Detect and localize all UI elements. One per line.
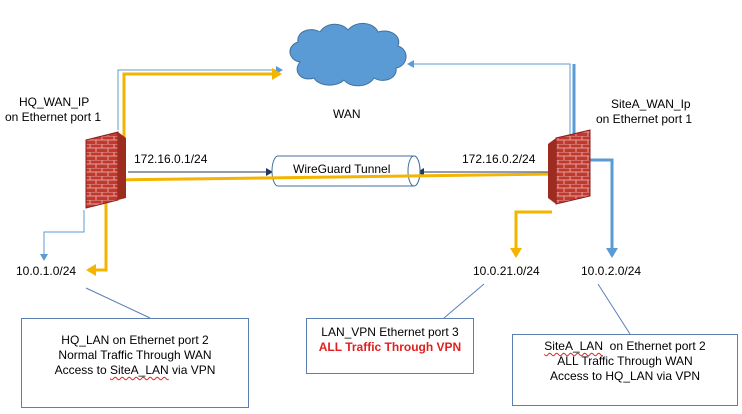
hq-wan-thin-link [117,66,283,130]
lan-vpn-note-line1: LAN_VPN Ethernet port 3 [321,325,459,339]
hq-lan-subnet: 10.0.1.0/24 [16,264,77,278]
site-a-lan-note-line1-rest: on Ethernet port 2 [602,339,706,353]
callout-site-a-lan [597,283,631,335]
hq-firewall-icon [85,131,126,209]
hq-wan-label-line2: on Ethernet port 1 [5,110,102,124]
hq-lan-note-box: HQ_LAN on Ethernet port 2 Normal Traffic… [21,318,249,408]
site-a-wan-traffic-path [572,64,618,258]
hq-vpn-path-to-lan [86,186,108,276]
hq-lan-note-line3-suffix: via VPN [168,363,216,377]
cloud-icon [289,23,407,87]
hq-tunnel-ip: 172.16.0.1/24 [134,152,208,166]
site-a-lan-note-line1-name: SiteA_LAN [544,339,603,353]
hq-lan-note-line3-sitea: SiteA_LAN [109,363,169,377]
vpn-tunnel-traffic-line [111,172,559,182]
hq-lan-note-line2: Normal Traffic Through WAN [58,348,212,362]
site-a-firewall-icon [548,129,591,205]
site-a-vpn-path-to-subnet [510,210,552,258]
callout-hq-lan [85,287,151,319]
site-a-lan-note-box: SiteA_LAN on Ethernet port 2 ALL Traffic… [512,334,738,406]
lan-vpn-note-box: LAN_VPN Ethernet port 3 ALL Traffic Thro… [306,318,474,374]
site-a-lan-note-line3: Access to HQ_LAN via VPN [549,369,701,383]
site-a-wan-thin-link [407,60,571,140]
site-a-lan-note-line2: ALL Traffic Through WAN [557,354,693,368]
site-a-wan-label-line1: SiteA_WAN_Ip [611,97,691,111]
hq-lan-note-line3: Access to SiteA_LAN via VPN [22,363,248,378]
hq-lan-note-line1: HQ_LAN on Ethernet port 2 [61,333,209,347]
site-a-vpn-subnet: 10.0.21.0/24 [473,264,540,278]
site-a-lan-note-line1: SiteA_LAN on Ethernet port 2 [513,339,737,354]
site-a-wan-label-line2: on Ethernet port 1 [596,112,693,126]
tunnel-label: WireGuard Tunnel [293,162,391,176]
lan-vpn-note-line2: ALL Traffic Through VPN [318,340,462,354]
site-a-tunnel-ip: 172.16.0.2/24 [462,152,536,166]
callout-lan-vpn [443,283,485,319]
hq-lan-thin-link [40,210,85,261]
wan-cloud-label: WAN [333,107,361,121]
hq-lan-note-line3-prefix: Access to [54,363,110,377]
site-a-lan-subnet: 10.0.2.0/24 [581,264,642,278]
hq-wan-label-line1: HQ_WAN_IP [19,95,90,109]
